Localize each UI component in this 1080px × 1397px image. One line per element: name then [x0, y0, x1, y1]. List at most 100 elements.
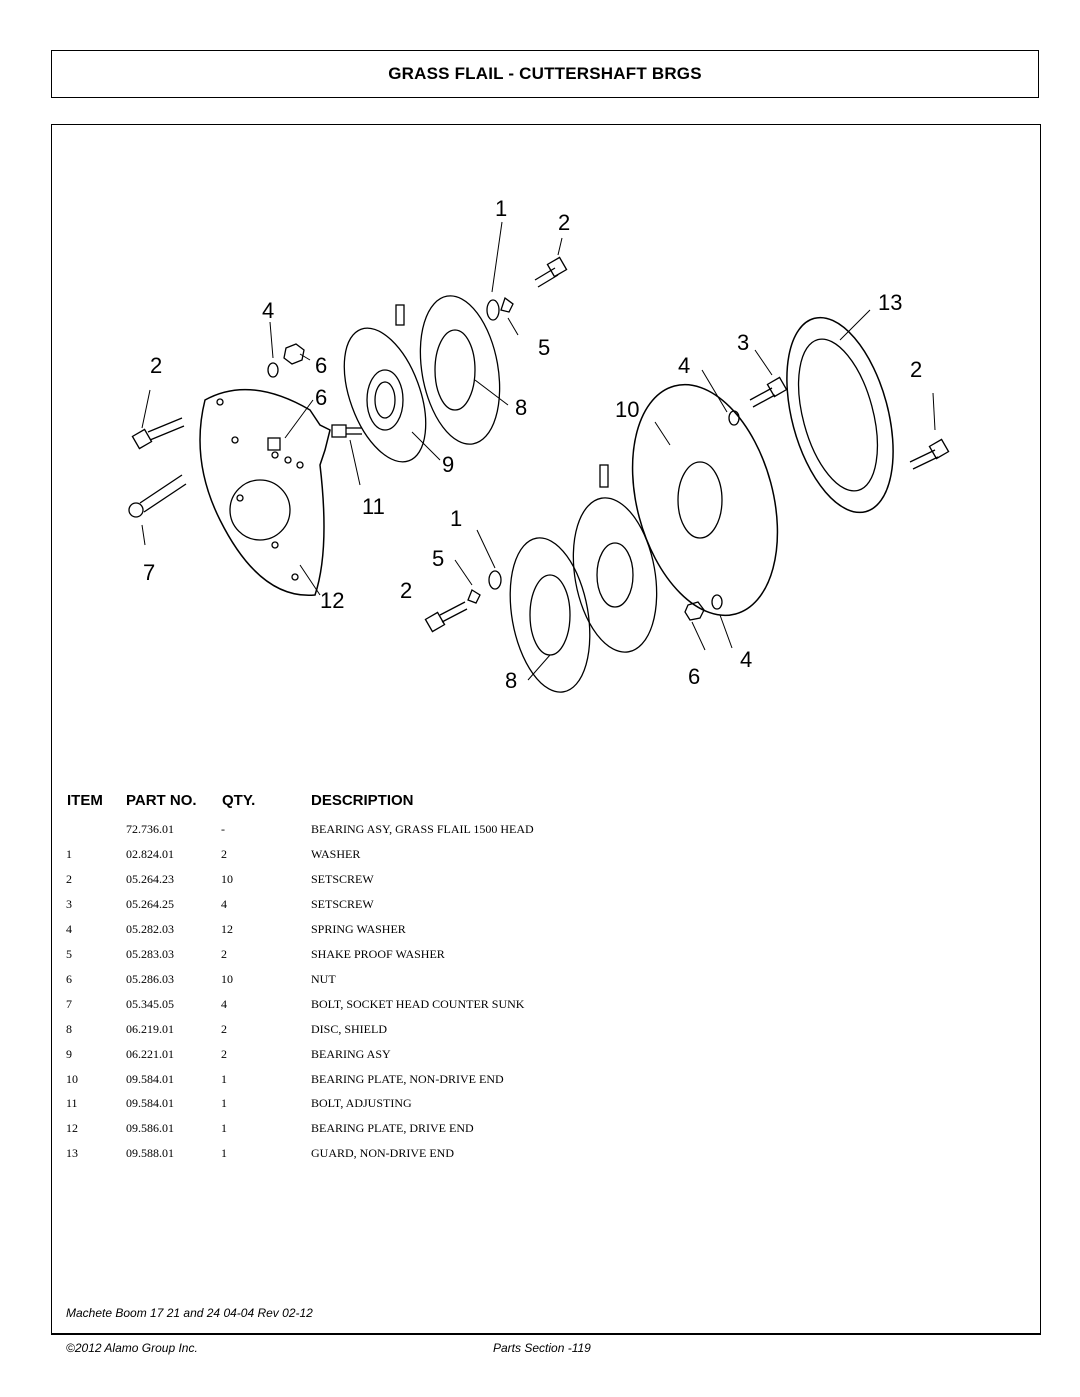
callout-2-lower: 2: [400, 578, 412, 603]
row-description: BOLT, ADJUSTING: [311, 1096, 412, 1111]
row-item: 8: [66, 1021, 72, 1036]
callout-11: 11: [362, 494, 385, 519]
row-item: 1: [66, 846, 72, 861]
row-part-no: 05.264.25: [126, 896, 174, 911]
row-item: 12: [66, 1121, 78, 1136]
row-description: NUT: [311, 971, 336, 986]
row-part-no: 09.586.01: [126, 1121, 174, 1136]
page-number: Parts Section -119: [493, 1341, 591, 1355]
table-row: 9 06.221.01 2 BEARING ASY: [0, 1047, 1080, 1072]
callout-1-top: 1: [495, 196, 507, 221]
copyright: ©2012 Alamo Group Inc.: [66, 1341, 198, 1355]
row-qty: 2: [221, 1021, 227, 1036]
row-item: 6: [66, 971, 72, 986]
callout-9: 9: [442, 452, 454, 477]
page-title: GRASS FLAIL - CUTTERSHAFT BRGS: [388, 64, 702, 83]
leader-lines: [141, 221, 936, 681]
callout-13: 13: [878, 290, 902, 315]
row-description: BEARING PLATE, DRIVE END: [311, 1121, 474, 1136]
callout-6-mid: 6: [315, 385, 327, 410]
row-item: 13: [66, 1146, 78, 1161]
part-2-setscrew-top: [534, 256, 568, 288]
header-item: ITEM: [67, 792, 103, 809]
callout-2-right: 2: [910, 357, 922, 382]
row-description: BEARING ASY, GRASS FLAIL 1500 HEAD: [311, 822, 534, 836]
row-part-no: 05.283.03: [126, 946, 174, 961]
row-qty: 1: [221, 1146, 227, 1161]
table-row: 5 05.283.03 2 SHAKE PROOF WASHER: [0, 947, 1080, 972]
part-11-bolt-adjusting: [331, 424, 362, 438]
part-9-bearing-asy-upper: [343, 304, 427, 463]
row-description: SETSCREW: [311, 896, 374, 911]
row-qty: 4: [221, 996, 227, 1011]
part-5-shake-proof-washer-lower: [467, 589, 481, 604]
row-qty: 2: [221, 846, 227, 861]
table-row: 1 02.824.01 2 WASHER: [0, 847, 1080, 872]
part-1-washer-lower: [488, 570, 502, 590]
callout-8-upper: 8: [515, 395, 527, 420]
row-part-no: 02.824.01: [126, 846, 174, 861]
callout-2-top: 2: [558, 210, 570, 235]
header-qty: QTY.: [222, 792, 256, 809]
table-row: 3 05.264.25 4 SETSCREW: [0, 897, 1080, 922]
row-qty: 10: [221, 971, 233, 986]
row-description: BOLT, SOCKET HEAD COUNTER SUNK: [311, 996, 525, 1011]
row-item: 3: [66, 896, 72, 911]
part-8-disc-shield-upper: [419, 295, 501, 445]
header-description: DESCRIPTION: [311, 792, 414, 809]
callout-6-lower: 6: [688, 664, 700, 689]
part-6-nut-upper: [283, 343, 305, 365]
diagram-svg: 1 2 13 4 5 3 2 6 4 2 6 8 10 9 11 1 7 5 2…: [128, 196, 950, 693]
row-qty: 10: [221, 871, 233, 886]
title-box: GRASS FLAIL - CUTTERSHAFT BRGS: [51, 50, 1039, 98]
row-part-no: 09.584.01: [126, 1071, 174, 1086]
part-4-washer-right: [728, 410, 740, 426]
exploded-parts-diagram: 1 2 13 4 5 3 2 6 4 2 6 8 10 9 11 1 7 5 2…: [110, 160, 990, 780]
row-item: 9: [66, 1046, 72, 1061]
callout-12: 12: [320, 588, 344, 613]
callout-5-upper: 5: [538, 335, 550, 360]
part-6-nut-lower: [684, 601, 705, 621]
row-description: BEARING ASY: [311, 1046, 391, 1061]
row-qty: 1: [221, 1071, 227, 1086]
part-2-setscrew-lower: [424, 601, 468, 633]
row-item: 5: [66, 946, 72, 961]
part-4-washer-upper: [267, 362, 279, 378]
row-item: 7: [66, 996, 72, 1011]
row-qty: 2: [221, 1046, 227, 1061]
callout-3: 3: [737, 330, 749, 355]
part-6-nut-plate: [267, 437, 281, 451]
part-5-shake-proof-washer-upper: [500, 296, 514, 313]
row-qty: 12: [221, 921, 233, 936]
row-qty: -: [221, 822, 225, 836]
part-2-setscrew-left: [131, 417, 185, 450]
row-item: 4: [66, 921, 72, 936]
part-9-bearing-asy-lower: [572, 464, 658, 653]
callout-6-upper: 6: [315, 353, 327, 378]
callout-4-right: 4: [678, 353, 690, 378]
row-part-no: 06.219.01: [126, 1021, 174, 1036]
row-item: 2: [66, 871, 72, 886]
part-2-setscrew-right: [909, 438, 950, 470]
row-description: WASHER: [311, 846, 361, 861]
row-part-no: 09.588.01: [126, 1146, 174, 1161]
row-qty: 1: [221, 1096, 227, 1111]
header-part-no: PART NO.: [126, 792, 197, 809]
callout-4-upper: 4: [262, 298, 274, 323]
callout-5-lower: 5: [432, 546, 444, 571]
row-part-no: 06.221.01: [126, 1046, 174, 1061]
callout-2-left: 2: [150, 353, 162, 378]
callout-8-lower: 8: [505, 668, 517, 693]
row-qty: 2: [221, 946, 227, 961]
callout-7: 7: [143, 560, 155, 585]
manual-reference: Machete Boom 17 21 and 24 04-04 Rev 02-1…: [66, 1306, 313, 1320]
row-description: SHAKE PROOF WASHER: [311, 946, 445, 961]
callout-1-lower: 1: [450, 506, 462, 531]
row-qty: 4: [221, 896, 227, 911]
